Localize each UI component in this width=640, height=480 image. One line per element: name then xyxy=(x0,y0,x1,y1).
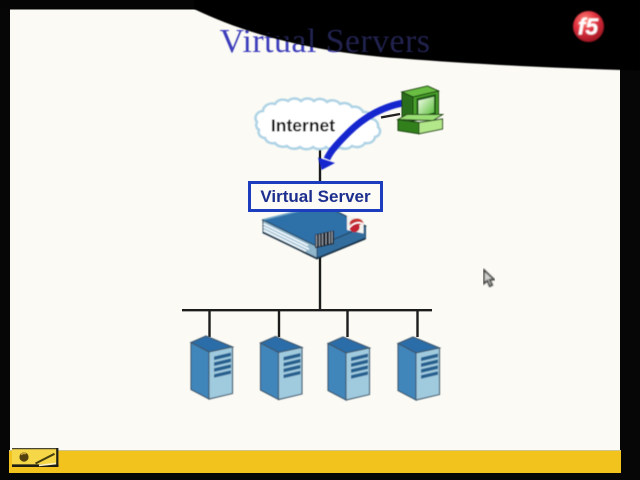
svg-text:f5: f5 xyxy=(578,14,600,40)
svg-text:Internet: Internet xyxy=(271,116,335,136)
